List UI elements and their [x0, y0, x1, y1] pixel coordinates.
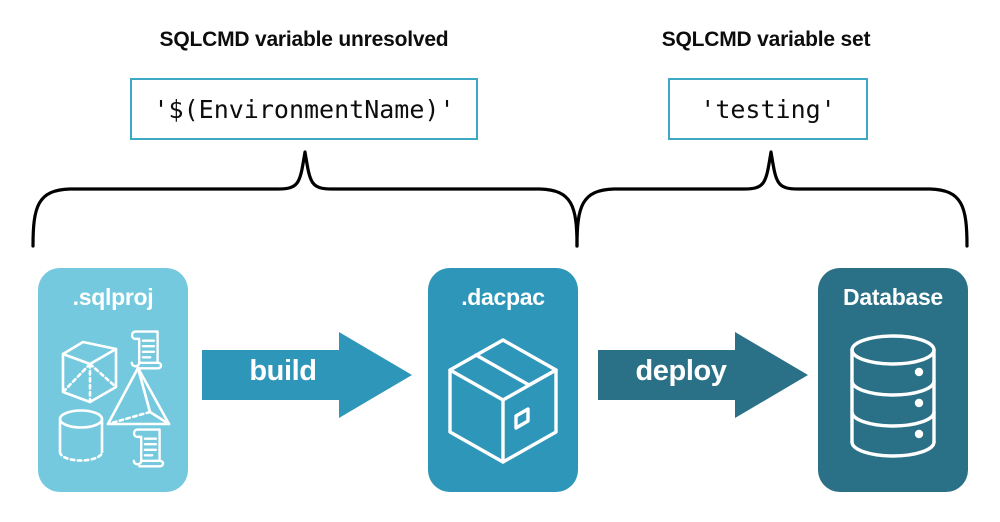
stage-label-sqlproj: .sqlproj: [72, 284, 154, 310]
stage-card-sqlproj: .sqlproj: [38, 268, 188, 492]
left-brace-icon: [31, 150, 579, 248]
annotation-heading-right: SQLCMD variable set: [661, 28, 871, 51]
database-cylinder-icon: [850, 334, 936, 458]
stage-card-database: Database: [818, 268, 968, 492]
stage-label-dacpac: .dacpac: [461, 284, 545, 310]
right-brace-icon: [575, 150, 969, 248]
stage-card-dacpac: .dacpac: [428, 268, 578, 492]
stage-label-database: Database: [843, 284, 943, 310]
sqlcmd-variable-set-value-box: 'testing': [668, 78, 868, 140]
sqlcmd-variable-unresolved-value-box: '$(EnvironmentName)': [130, 78, 478, 140]
package-box-icon: [448, 338, 558, 464]
build-arrow-icon: [202, 332, 412, 418]
annotation-heading-left: SQLCMD variable unresolved: [159, 28, 449, 51]
deploy-arrow-icon: [598, 332, 808, 418]
cube-pyramid-cylinder-scripts-icon: [58, 330, 171, 468]
